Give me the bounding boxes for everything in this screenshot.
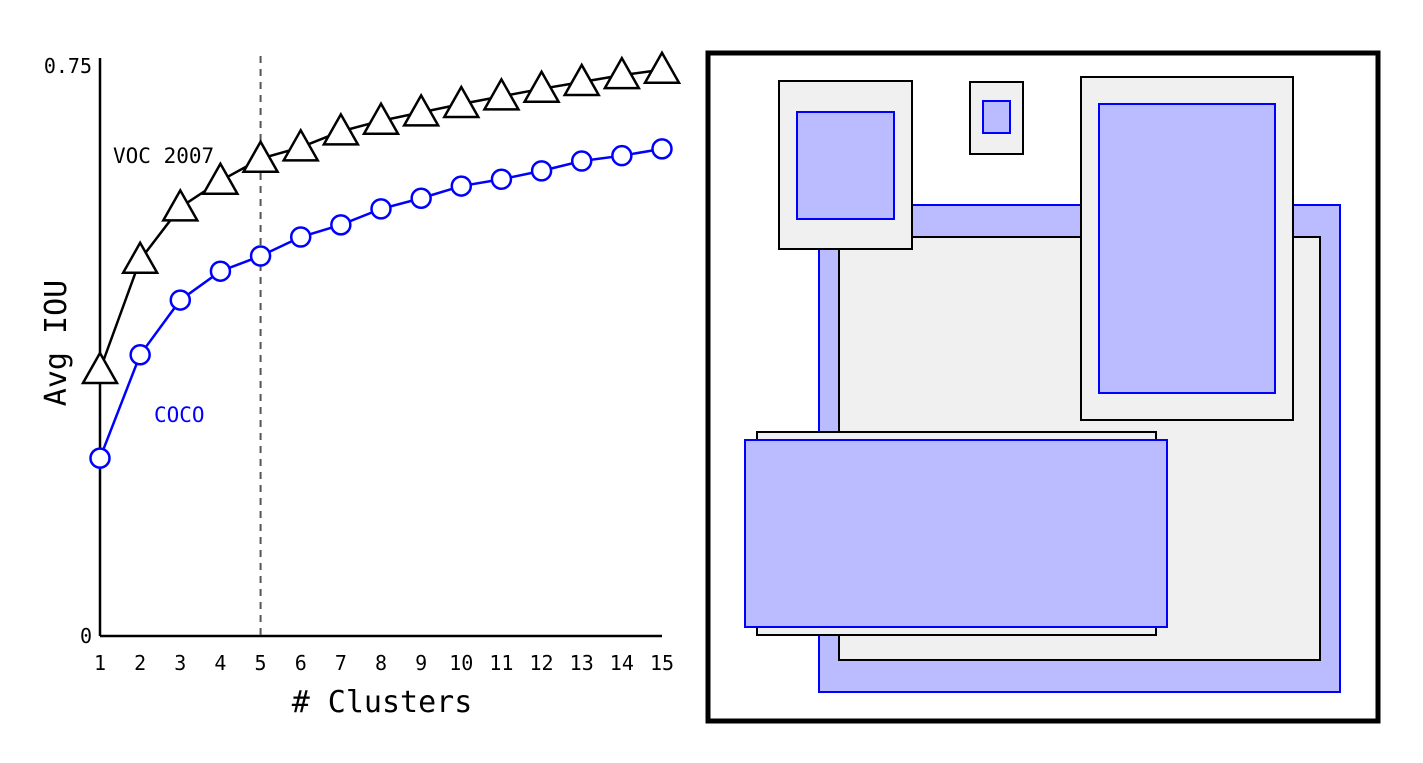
circle-marker: [530, 160, 553, 182]
x-tick-label: 15: [650, 651, 674, 675]
x-tick-label: 6: [295, 651, 307, 675]
legend-voc-label: VOC 2007: [113, 144, 214, 168]
triangle-marker: [522, 69, 561, 104]
coco-box-medium: [796, 111, 895, 220]
coco-box-wide: [744, 439, 1168, 628]
x-tick-label: 4: [214, 651, 226, 675]
x-tick-label: 2: [134, 651, 146, 675]
circle-marker: [89, 447, 111, 469]
y-tick-label: 0.75: [44, 54, 92, 78]
triangle-marker: [562, 62, 601, 97]
x-tick-label: 10: [449, 651, 473, 675]
triangle-marker: [120, 240, 160, 275]
triangle-marker: [642, 50, 682, 85]
circle-marker: [129, 344, 151, 366]
circle-marker: [611, 144, 633, 167]
coco-box-tall: [1098, 103, 1276, 394]
x-tick-label: 7: [335, 651, 347, 675]
circle-marker: [450, 175, 473, 197]
coco-box-small: [982, 100, 1011, 134]
circle-marker: [209, 260, 232, 282]
x-tick-label: 9: [415, 651, 427, 675]
triangle-marker: [201, 161, 240, 196]
circle-marker: [289, 226, 312, 248]
triangle-marker: [321, 111, 361, 146]
circle-marker: [490, 168, 513, 190]
x-tick-label: 12: [530, 651, 554, 675]
circle-marker: [330, 214, 352, 236]
triangle-marker: [602, 55, 642, 90]
circle-marker: [651, 138, 673, 160]
triangle-marker: [442, 84, 481, 119]
circle-marker: [249, 245, 272, 267]
triangle-marker: [482, 76, 521, 111]
x-tick-label: 1: [94, 651, 106, 675]
triangle-marker: [80, 350, 120, 385]
x-tick-label: 13: [570, 651, 594, 675]
circle-marker: [169, 289, 192, 311]
triangle-marker: [361, 101, 401, 135]
circle-marker: [410, 187, 432, 209]
triangle-marker: [161, 187, 200, 222]
y-tick-label: 0: [80, 624, 92, 648]
x-tick-label: 3: [174, 651, 186, 675]
circle-marker: [570, 150, 593, 172]
triangle-marker: [281, 127, 320, 162]
triangle-marker: [241, 139, 280, 173]
y-axis-label: Avg IOU: [39, 280, 74, 406]
circle-marker: [370, 198, 392, 220]
x-tick-label: 11: [489, 651, 513, 675]
triangle-marker: [401, 92, 441, 127]
x-tick-label: 14: [610, 651, 634, 675]
x-axis-label: # Clusters: [292, 685, 473, 720]
x-tick-label: 8: [375, 651, 387, 675]
cluster-diagram: [705, 50, 1381, 724]
legend-coco-label: COCO: [154, 403, 205, 427]
x-tick-label: 5: [255, 651, 267, 675]
